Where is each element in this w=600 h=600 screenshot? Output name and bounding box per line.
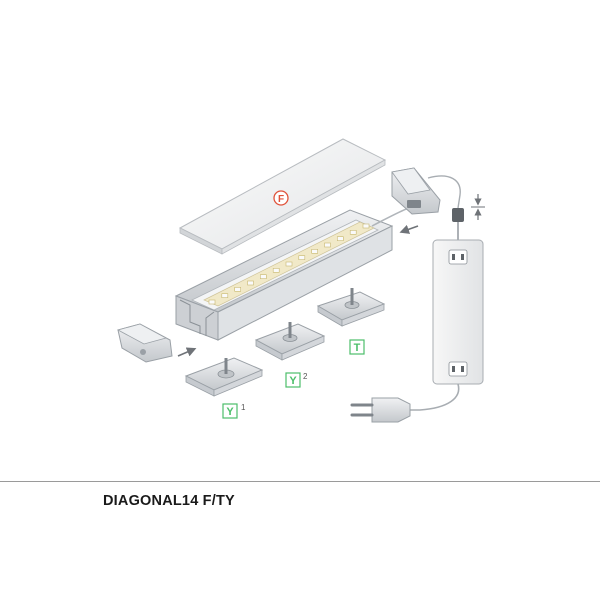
insert-arrow-left	[177, 347, 197, 357]
end-cap	[116, 323, 173, 363]
clip-2-superscript: 2	[303, 372, 308, 381]
led-chip	[285, 261, 293, 267]
clip-1-label-text: Y	[226, 406, 234, 418]
led-chip	[259, 274, 267, 280]
insert-arrow-right	[399, 224, 419, 234]
mounting-clip-3	[316, 288, 386, 327]
product-exploded-diagram: F	[116, 138, 485, 423]
clip-3-label-text: T	[354, 342, 361, 354]
clip-2-label-text: Y	[289, 375, 297, 387]
clip-1-superscript: 1	[241, 403, 246, 412]
diffuser-label-text: F	[278, 194, 284, 205]
led-chip	[324, 242, 331, 248]
led-chip	[272, 267, 280, 273]
mounting-clip-2	[254, 322, 326, 361]
product-title: DIAGONAL14 F/TY	[103, 493, 235, 509]
clip-2-badge: Y 2	[285, 372, 308, 388]
led-chip	[349, 230, 357, 235]
led-strip	[203, 221, 375, 307]
led-chip	[247, 280, 254, 286]
wire-connector	[452, 208, 464, 240]
mains-cable	[404, 383, 460, 411]
led-chip	[311, 249, 319, 254]
mains-plug	[350, 397, 411, 423]
led-chip	[221, 293, 229, 299]
connect-direction-arrows	[471, 194, 485, 220]
power-supply	[432, 239, 484, 385]
mounting-clip-1	[184, 357, 264, 397]
diffuser-label-badge: F	[273, 190, 289, 206]
feed-end-cap	[391, 167, 441, 215]
clip-1-badge: Y 1	[222, 403, 246, 419]
feed-wire	[427, 175, 461, 209]
led-chips	[208, 223, 370, 305]
led-chip	[208, 299, 216, 305]
led-chip	[336, 236, 344, 241]
led-chip	[298, 255, 306, 260]
led-chip	[362, 223, 370, 229]
divider-line	[0, 481, 600, 482]
led-chip	[234, 286, 241, 292]
clip-3-badge: T	[349, 339, 365, 355]
